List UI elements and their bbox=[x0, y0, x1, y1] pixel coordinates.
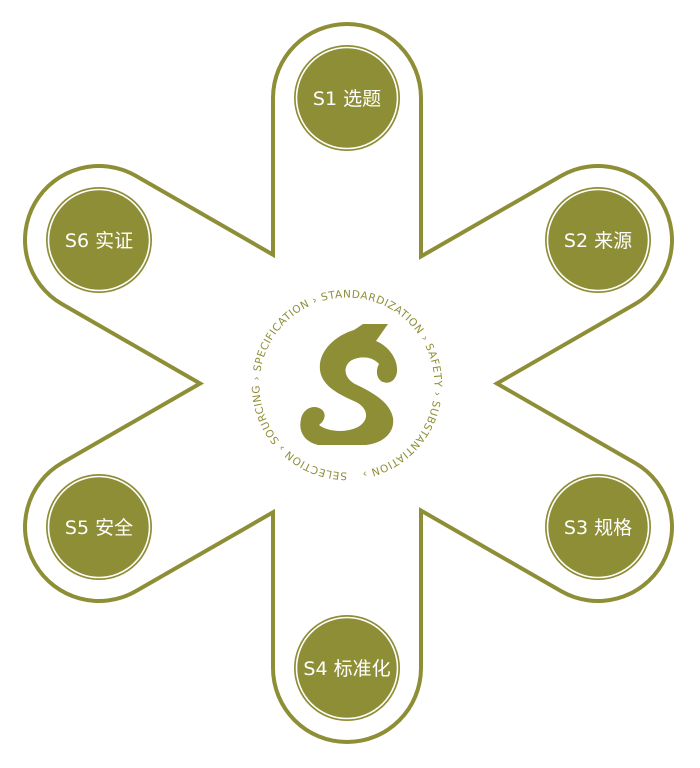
node-ring-gap bbox=[295, 616, 399, 720]
node-outer-ring bbox=[545, 474, 651, 580]
node-ring-gap bbox=[546, 188, 650, 292]
node-label-s5: S5 安全 bbox=[65, 517, 133, 539]
node-ring-gap bbox=[47, 188, 151, 292]
node-outer-ring bbox=[46, 474, 152, 580]
node-label-s4: S4 标准化 bbox=[303, 658, 390, 680]
node-s3: S3 规格 bbox=[545, 474, 651, 580]
node-ring-gap bbox=[546, 475, 650, 579]
node-outer-ring bbox=[294, 615, 400, 721]
node-s4: S4 标准化 bbox=[294, 615, 400, 721]
node-ring-gap bbox=[47, 475, 151, 579]
node-ring-gap bbox=[295, 46, 399, 150]
stylized-s-logo-icon bbox=[300, 324, 398, 445]
node-label-s2: S2 来源 bbox=[564, 230, 632, 252]
node-s1: S1 选题 bbox=[294, 45, 400, 151]
node-outer-ring bbox=[46, 187, 152, 293]
node-group: S1 选题 S2 来源 S3 规格 S4 标准化 S5 安全 S6 实证 bbox=[46, 45, 651, 721]
node-outer-ring bbox=[545, 187, 651, 293]
node-label-s6: S6 实证 bbox=[65, 230, 133, 252]
node-s5: S5 安全 bbox=[46, 474, 152, 580]
node-label-s3: S3 规格 bbox=[564, 517, 632, 539]
node-s6: S6 实证 bbox=[46, 187, 152, 293]
node-s2: S2 来源 bbox=[545, 187, 651, 293]
node-label-s1: S1 选题 bbox=[313, 88, 381, 110]
node-outer-ring bbox=[294, 45, 400, 151]
